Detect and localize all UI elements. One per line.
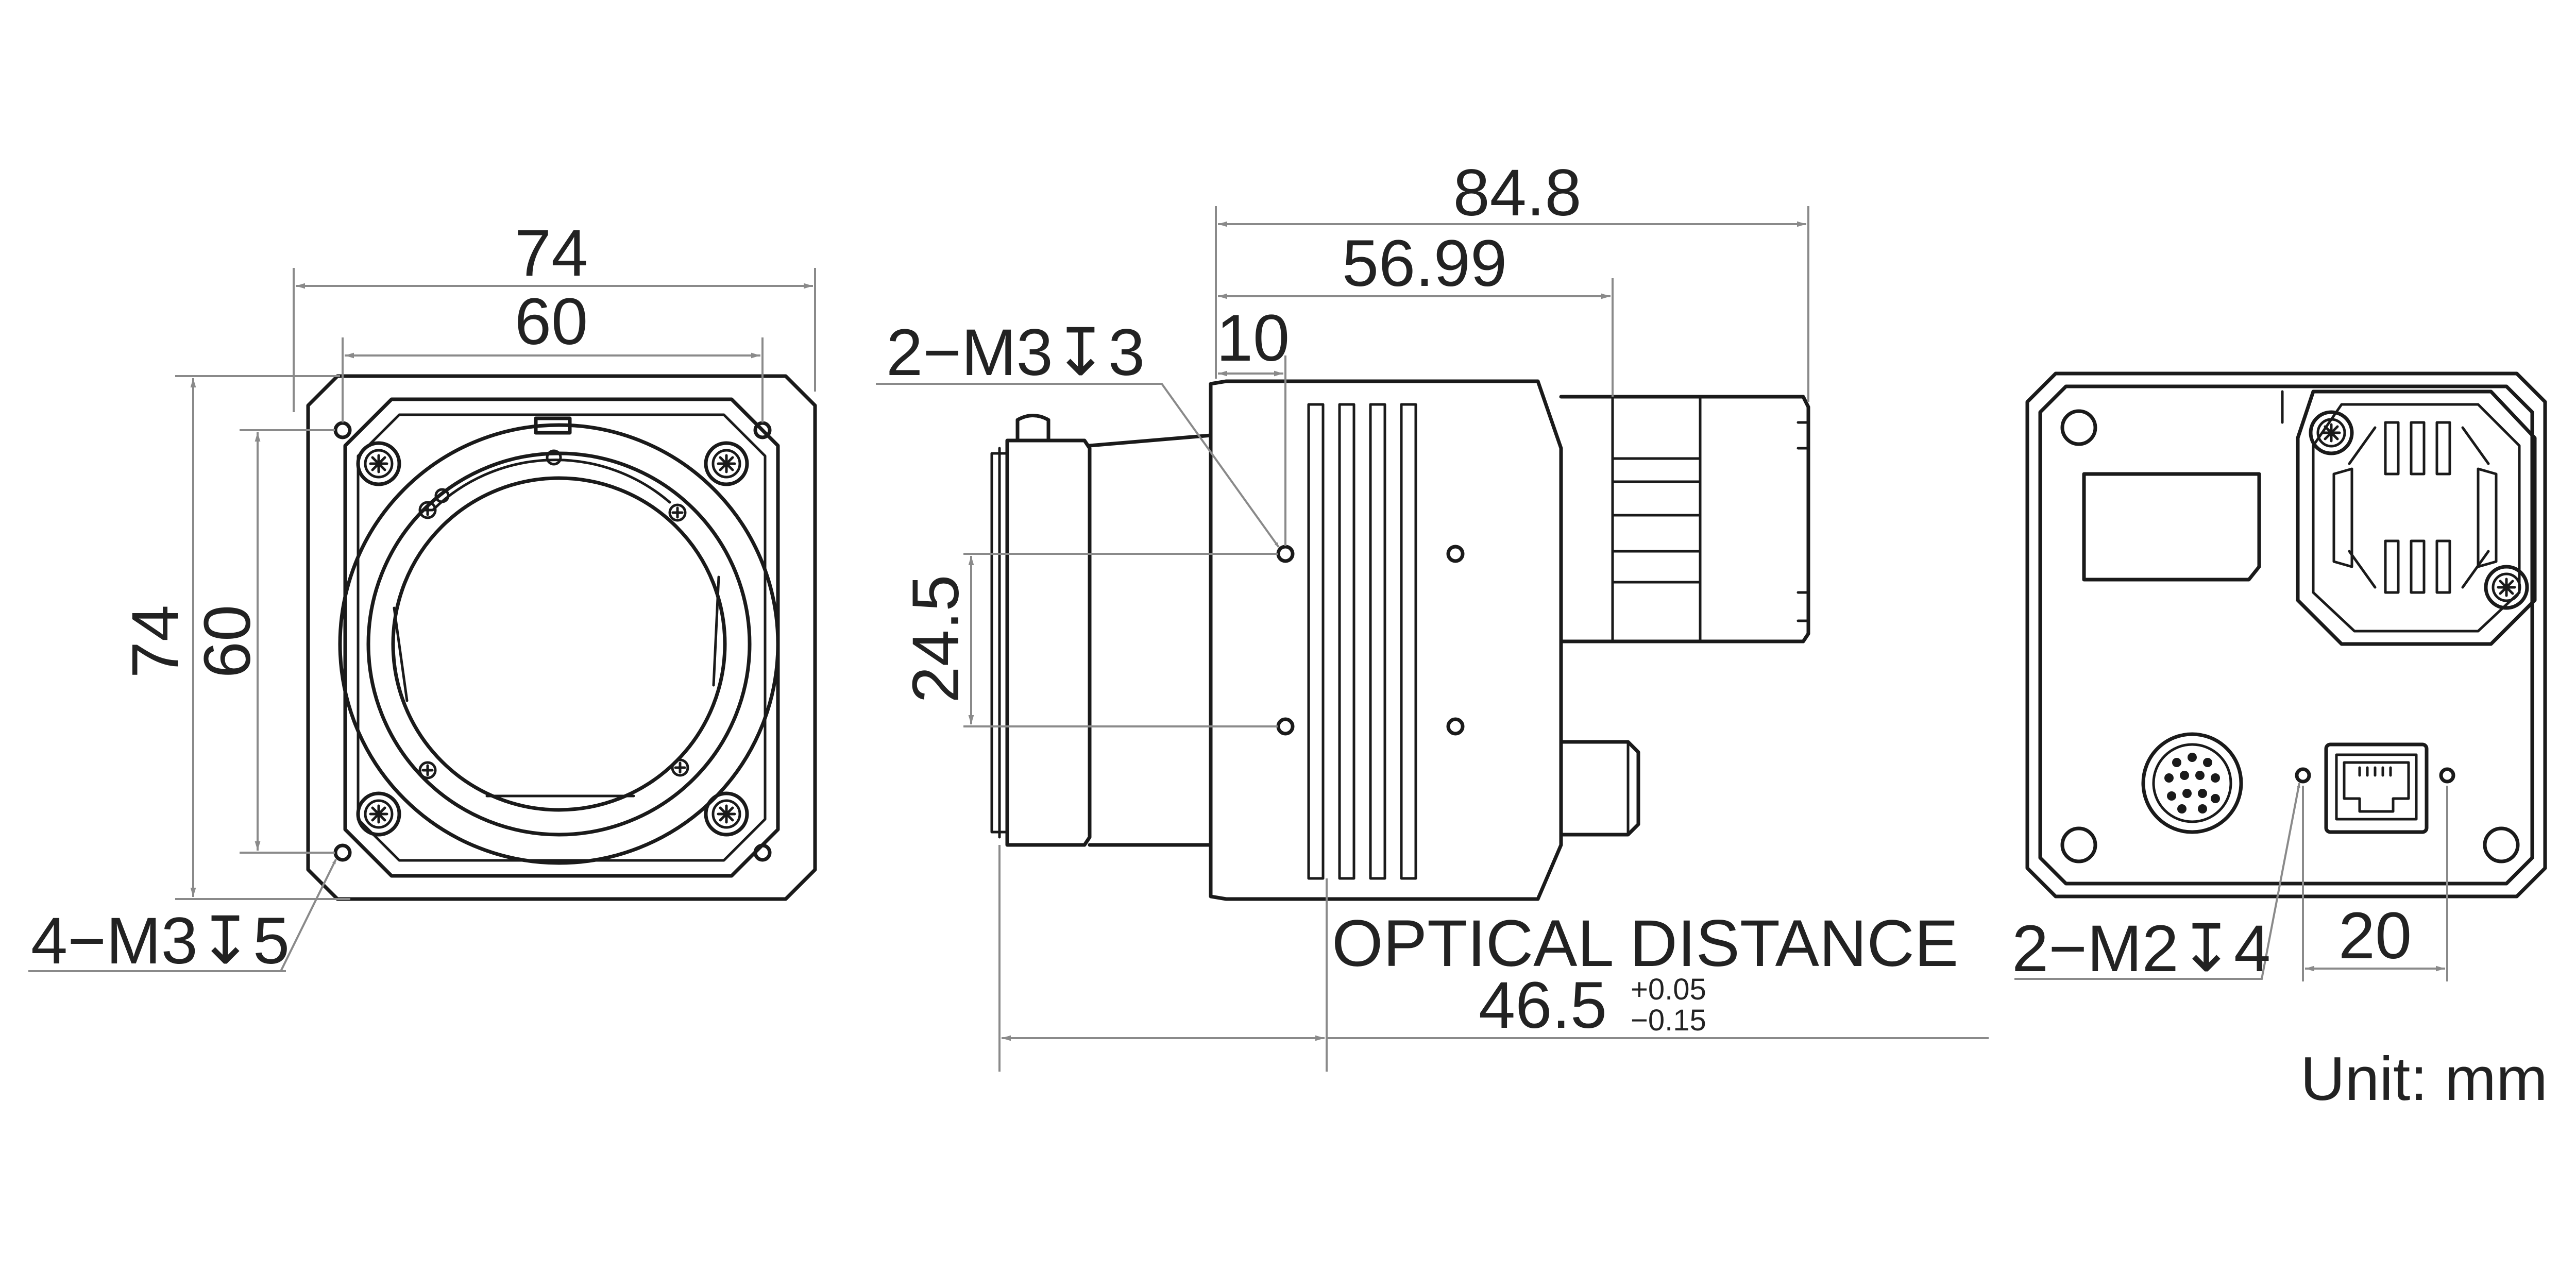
mount-hole	[753, 843, 772, 862]
back-inner-chamfer	[2038, 384, 2534, 886]
screw-icon	[670, 505, 685, 520]
dim-overall-height: 74	[118, 605, 192, 678]
bayonet-tab-top	[431, 459, 671, 512]
heat-sink-fins	[1307, 403, 1417, 880]
rj45-port-icon	[2324, 742, 2429, 834]
tolerance-lower: −0.15	[1631, 1004, 1706, 1037]
alignment-dot	[546, 449, 562, 466]
dim-back-hole-spacing: 20	[2338, 899, 2412, 973]
callout-mount-holes: 4−M3↧5	[31, 904, 290, 978]
leader-side-hole	[876, 383, 1280, 548]
dim-side-hole-spacing: 24.5	[899, 574, 973, 703]
torx-screw-icon	[2311, 412, 2352, 453]
dim-overall-length: 84.8	[1453, 156, 1581, 230]
side-mount-hole	[1276, 545, 1295, 563]
cooling-fan-cover	[2296, 389, 2537, 646]
unit-label: Unit: mm	[2300, 1044, 2548, 1113]
bayonet-tab-right	[712, 575, 720, 687]
back-outer-plate	[2025, 371, 2547, 899]
back-mount-hole	[2060, 409, 2097, 446]
dim-overall-width: 74	[515, 216, 588, 290]
camera-body	[1209, 379, 1563, 901]
leader-mount-hole	[28, 859, 336, 972]
mount-collar	[1088, 433, 1213, 847]
mount-hole	[333, 843, 352, 862]
dim-hole-offset: 10	[1216, 301, 1290, 375]
fan-slots	[2332, 421, 2498, 594]
torx-screw-icon	[2486, 567, 2527, 608]
lens-opening	[391, 476, 727, 812]
side-mount-hole	[1446, 717, 1465, 736]
back-mount-hole	[2060, 826, 2097, 863]
back-mount-hole	[2483, 826, 2520, 863]
status-window	[2082, 472, 2261, 582]
dim-hole-spacing-width: 60	[515, 285, 588, 359]
side-connector	[1559, 740, 1640, 837]
lens-mount-flange	[1005, 438, 1092, 847]
front-outer-plate	[306, 374, 817, 901]
leader-back-hole	[2014, 783, 2300, 980]
back-view: 2−M2↧4 20	[2012, 371, 2547, 986]
lens-mount-outer-ring	[338, 423, 780, 865]
rear-connector-block	[1559, 395, 1810, 643]
screw-icon	[672, 760, 688, 775]
dim-hole-spacing-height: 60	[191, 605, 264, 678]
torx-screw-icon	[358, 443, 399, 484]
mount-hole	[753, 421, 772, 439]
screw-icon	[420, 762, 435, 778]
release-button	[1015, 414, 1050, 443]
optical-distance-value: 46.5	[1479, 969, 1607, 1042]
bayonet-tab-left	[393, 606, 409, 702]
back-thread-hole	[2295, 767, 2311, 784]
torx-screw-icon	[358, 793, 399, 835]
front-view: 74 60 74 60 4−M3↧5	[28, 216, 817, 978]
alignment-dot-small	[434, 488, 450, 503]
side-mount-hole	[1276, 717, 1295, 736]
torx-screw-icon	[706, 793, 747, 835]
dim-body-length: 56.99	[1342, 227, 1507, 300]
lens-release-tab	[534, 416, 572, 435]
front-inner-chamfer	[343, 397, 780, 878]
circular-connector-icon	[2141, 732, 2243, 834]
side-view: 84.8 56.99 10 2−M3↧3 24.5 OPTICAL DISTAN…	[876, 156, 1989, 1072]
optical-distance-label: OPTICAL DISTANCE	[1332, 907, 1958, 980]
callout-back-holes: 2−M2↧4	[2012, 912, 2270, 986]
back-thread-hole	[2439, 767, 2455, 784]
tolerance-upper: +0.05	[1631, 973, 1706, 1006]
side-mount-hole	[1446, 545, 1465, 563]
mount-hole	[333, 421, 352, 439]
torx-screw-icon	[706, 443, 747, 484]
callout-side-holes: 2−M3↧3	[886, 316, 1145, 389]
screw-icon	[420, 502, 435, 518]
front-inner-step	[357, 413, 767, 862]
